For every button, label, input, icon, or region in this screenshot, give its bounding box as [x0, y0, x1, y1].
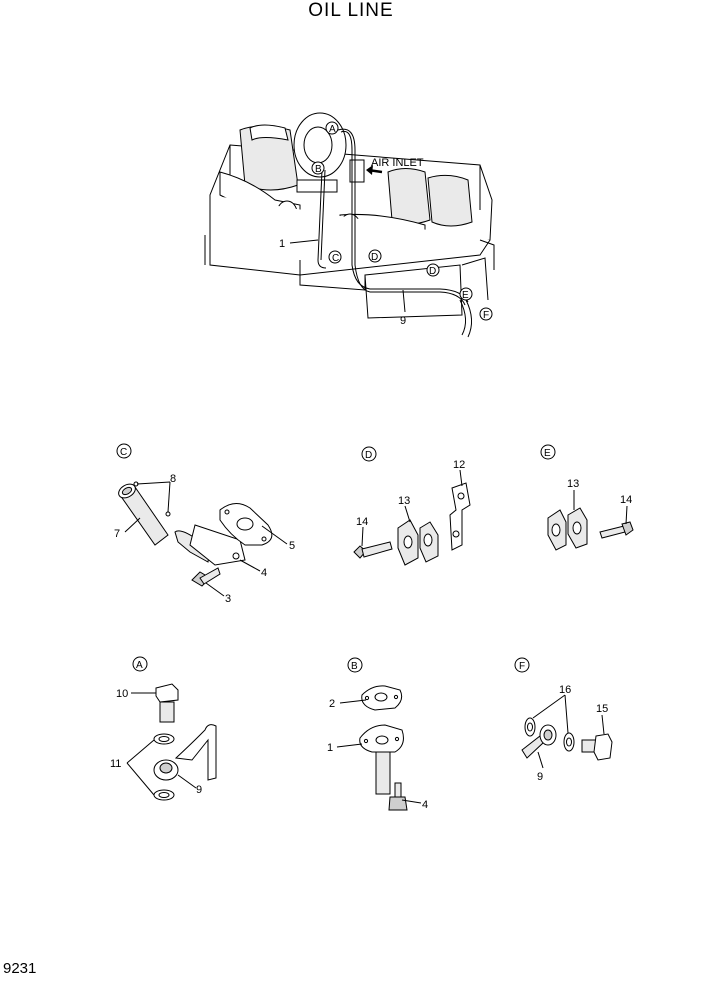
- svg-text:A: A: [136, 660, 143, 671]
- part-label-13-d: 13: [398, 495, 410, 507]
- svg-text:E: E: [462, 290, 469, 301]
- detail-a: A 10 11 9: [110, 656, 217, 801]
- svg-text:A: A: [329, 124, 336, 135]
- svg-text:C: C: [120, 447, 127, 458]
- part-label-14-e: 14: [620, 494, 632, 506]
- part-label-15-f: 15: [596, 703, 608, 715]
- detail-e: E 13 14: [540, 444, 634, 551]
- air-inlet-label: AIR INLET: [371, 157, 424, 169]
- part-label-9-a: 9: [196, 784, 202, 796]
- svg-text:B: B: [315, 164, 322, 175]
- page-number: 9231: [3, 960, 37, 977]
- callout-d-main-right: D: [426, 263, 440, 277]
- svg-text:F: F: [519, 661, 525, 672]
- part-label-14-d: 14: [356, 516, 368, 528]
- callout-c-main: C: [328, 250, 342, 264]
- part-label-9-main: 9: [400, 315, 406, 327]
- part-label-1-b: 1: [327, 742, 333, 754]
- svg-text:B: B: [351, 661, 358, 672]
- svg-text:C: C: [332, 253, 339, 264]
- callout-a-main: A: [325, 121, 339, 135]
- part-label-16-f: 16: [559, 684, 571, 696]
- part-label-5-c: 5: [289, 540, 295, 552]
- part-label-9-f: 9: [537, 771, 543, 783]
- svg-text:D: D: [365, 450, 372, 461]
- svg-text:D: D: [371, 252, 378, 263]
- part-label-7-c: 7: [114, 528, 120, 540]
- detail-d: D 12 13 14: [353, 446, 471, 566]
- part-label-10-a: 10: [116, 688, 128, 700]
- part-label-13-e: 13: [567, 478, 579, 490]
- part-label-11-a: 11: [110, 758, 121, 770]
- part-label-3-c: 3: [225, 593, 231, 605]
- callout-d-main-left: D: [368, 249, 382, 263]
- svg-text:F: F: [483, 310, 489, 321]
- part-label-4-c: 4: [261, 567, 267, 579]
- part-label-12-d: 12: [453, 459, 465, 471]
- callout-f-main: F: [479, 307, 493, 321]
- page-title: OIL LINE: [308, 0, 394, 21]
- callout-e-main: E: [459, 287, 473, 301]
- part-label-4-b: 4: [422, 799, 428, 811]
- svg-text:D: D: [429, 266, 436, 277]
- part-label-1-main: 1: [279, 238, 285, 250]
- engine-main-view: AIR INLET A B C D D E F: [204, 112, 495, 338]
- detail-b: B 2 1 4: [327, 657, 428, 811]
- detail-f: F 16 15 9: [514, 657, 613, 783]
- part-label-2-b: 2: [329, 698, 335, 710]
- svg-text:E: E: [544, 448, 551, 459]
- detail-c: C 8 7 5 4 3: [114, 443, 295, 605]
- part-label-8-c: 8: [170, 473, 176, 485]
- callout-b-main: B: [311, 161, 325, 175]
